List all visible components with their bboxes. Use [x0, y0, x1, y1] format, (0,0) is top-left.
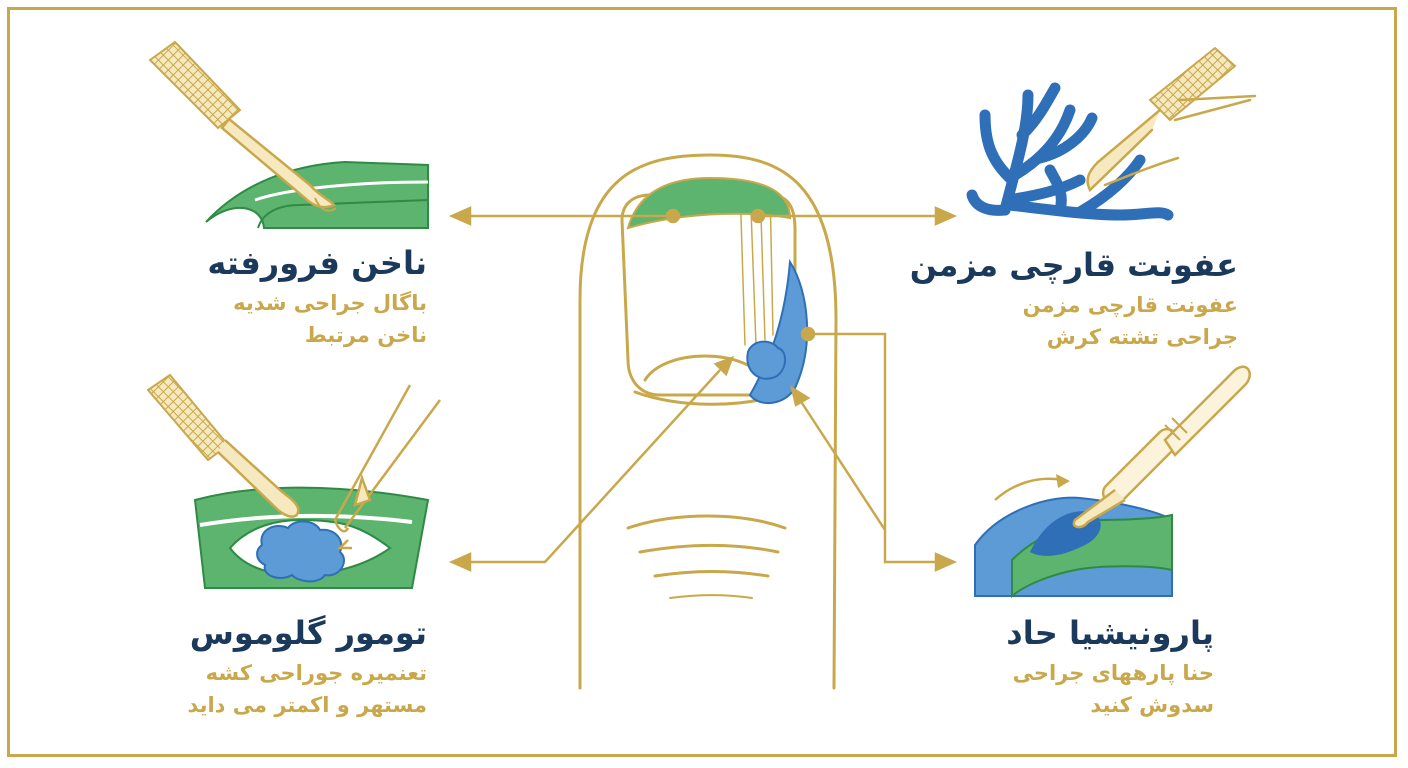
connector-arrows — [448, 206, 958, 572]
nail-free-edge-green — [626, 176, 792, 230]
scalpel-icon — [148, 40, 337, 212]
acute-paronychia-desc-1: حنا پارههای جراحی — [1012, 661, 1214, 686]
tumor-blob-icon — [256, 520, 345, 583]
ingrown-nail-desc-1: باگال جراحی شدیه — [233, 291, 427, 316]
panel-fungal-infection: عفونت قارچی مزمن عفونت قارچی مزمن جراحی … — [910, 246, 1238, 353]
scalpel-icon — [1072, 365, 1251, 529]
panel-ingrown-nail: ناخن فرورفته باگال جراحی شدیه ناخن مرتبط — [207, 244, 427, 351]
glomus-lump-small — [746, 340, 787, 380]
acute-paronychia-title: پارونیشیا حاد — [1006, 614, 1214, 652]
finger-crease-1 — [626, 514, 787, 530]
fungal-infection-desc-1: عفونت قارچی مزمن — [1022, 293, 1238, 318]
scalpel-icon — [146, 373, 300, 518]
panel-glomus-tumor: تومور گلوموس تعنمیره جوراحی کشه مستهر و … — [187, 614, 427, 721]
fungal-infection-desc-2: جراحی تشته کرش — [1046, 324, 1238, 349]
finger-illustration — [578, 153, 838, 690]
gold-border-frame — [7, 7, 1397, 757]
finger-crease-4 — [669, 594, 753, 599]
paronychia-illustration — [974, 365, 1251, 599]
acute-paronychia-desc-2: سدوش کنید — [1090, 692, 1214, 717]
glomus-tumor-desc-2: مستهر و اکمتر می داید — [187, 692, 427, 717]
ingrown-nail-illustration — [148, 40, 429, 229]
arrow-curve-icon — [994, 477, 1063, 501]
forceps-icon — [333, 384, 442, 550]
glomus-tumor-desc-1: تعنمیره جوراحی کشه — [205, 661, 427, 686]
finger-outline — [578, 153, 838, 690]
fungal-infection-title: عفونت قارچی مزمن — [909, 246, 1238, 284]
ingrown-nail-title: ناخن فرورفته — [207, 244, 427, 282]
finger-crease-3 — [653, 570, 770, 578]
finger-crease-2 — [638, 543, 780, 554]
glomus-tumor-illustration — [146, 373, 442, 589]
fungal-hyphae-icon — [966, 82, 1174, 221]
glomus-tumor-title: تومور گلوموس — [189, 614, 427, 652]
panel-acute-paronychia: پارونیشیا حاد حنا پارههای جراحی سدوش کنی… — [1006, 614, 1214, 721]
lateral-fold-blue — [748, 258, 809, 404]
fungal-infection-illustration — [966, 46, 1257, 221]
forceps-icon — [1086, 46, 1257, 193]
ingrown-nail-desc-2: ناخن مرتبط — [304, 322, 427, 347]
